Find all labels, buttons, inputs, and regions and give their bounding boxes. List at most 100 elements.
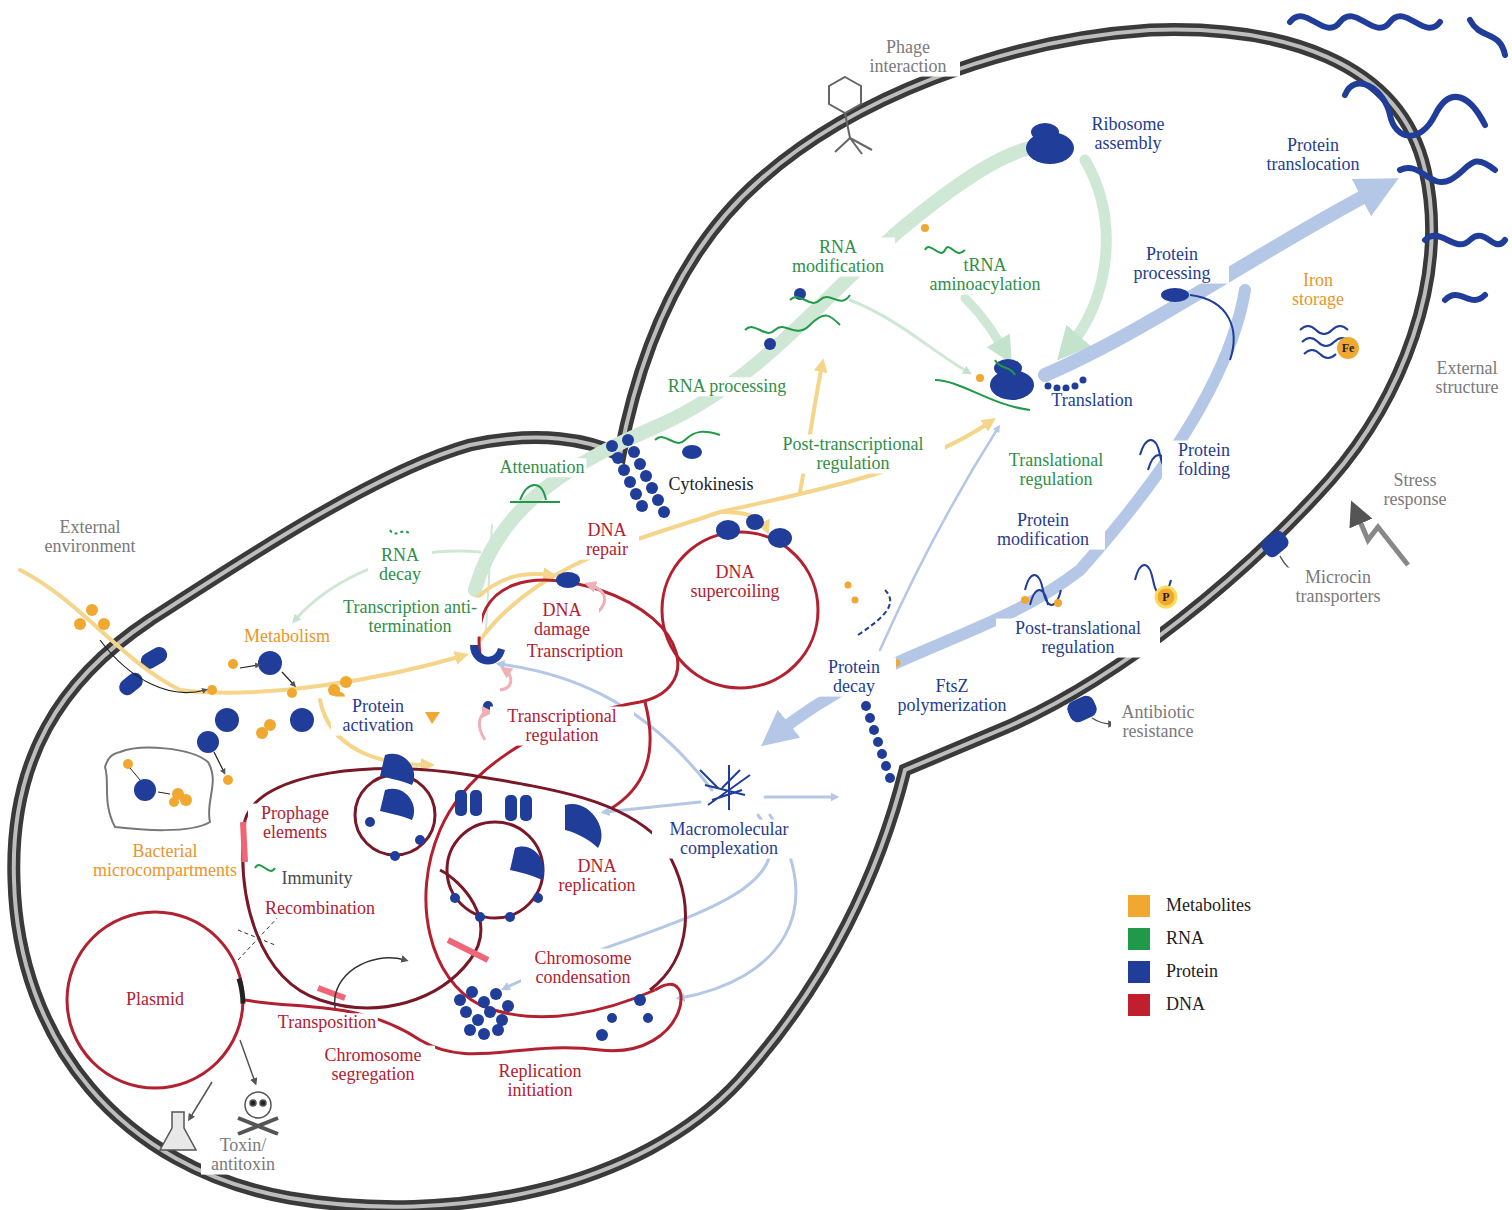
metabolite-dot-part: [228, 659, 238, 669]
process-label: DNA supercoiling: [683, 563, 787, 602]
toxin-antitoxin-icon-part: [240, 1040, 255, 1082]
process-label: Attenuation: [498, 458, 587, 477]
ftsz-ring-part: [634, 458, 646, 470]
metabolite-dot-part: [852, 597, 859, 604]
transporter-protein: [116, 528, 1291, 725]
metabolite-dot-part: [976, 374, 984, 382]
cell-membrane-part: [14, 30, 1432, 1207]
rna-flow-part: [1068, 160, 1106, 348]
protein-blob-part: [484, 1006, 496, 1018]
process-label: Translation: [1049, 391, 1134, 410]
ftsz-ring-part: [624, 476, 636, 488]
phage-icon-part: [835, 138, 872, 154]
protein-blob-part: [994, 359, 1022, 377]
protein-blob-part: [1045, 383, 1052, 390]
protein-chain-part: [1190, 295, 1234, 360]
protein-blob-part: [290, 708, 314, 732]
metabolite-dot-part: [74, 618, 86, 630]
rna-strand-part: [790, 295, 850, 303]
protein-blob-part: [215, 708, 239, 732]
ftsz-ring-part: [652, 494, 664, 506]
process-label: Fe: [1340, 342, 1357, 355]
metabolite-dot-part: [207, 685, 217, 695]
ftsz-ring: [606, 434, 895, 783]
protein-blob-part: [475, 912, 485, 922]
metabolism-arrow: [100, 640, 294, 772]
process-label: Chromosome segregation: [311, 1046, 435, 1085]
transport-arrow-part: [1092, 718, 1112, 724]
protein-blob-part: [533, 893, 543, 903]
external-structure-part: [1345, 84, 1485, 136]
protein-flow-part: [1045, 188, 1380, 375]
process-label: tRNA aminoacylation: [913, 256, 1057, 295]
protein-blob-part: [258, 651, 282, 675]
rna-flow-part: [486, 525, 492, 630]
protein-blob-part: [197, 731, 219, 753]
legend-row: Protein: [1128, 955, 1251, 988]
ftsz-ring-part: [873, 737, 883, 747]
toxin-antitoxin-icon-part: [160, 1112, 196, 1150]
process-label: Protein translocation: [1251, 136, 1375, 175]
external-structure-part: [1445, 295, 1485, 300]
enzyme-blob: [134, 779, 156, 801]
chromosome-strand-part: [243, 820, 481, 1008]
protein-blob-part: [556, 572, 580, 588]
protein-blob-part: [470, 645, 505, 665]
process-label: RNA processing: [666, 377, 789, 396]
protein-blob-part: [390, 851, 400, 861]
process-label: Toxin/ antitoxin: [201, 1136, 285, 1175]
ftsz-ring-part: [622, 434, 634, 446]
rna-flow-part: [850, 300, 968, 372]
rna-strand-part: [925, 247, 965, 253]
dna-strand-part: [662, 532, 818, 688]
legend-row: RNA: [1128, 922, 1251, 955]
process-label: Microcin transporters: [1281, 568, 1395, 607]
metabolite-dot: [169, 797, 179, 807]
metabolite-dot-part: [98, 618, 110, 630]
external-structure-part: [1470, 20, 1505, 55]
protein-blob-part: [492, 1024, 504, 1036]
protein-flow-part: [765, 796, 835, 799]
process-label: Iron storage: [1276, 271, 1360, 310]
protein-blob-part: [505, 795, 517, 821]
protein-blob-part: [1161, 288, 1189, 302]
recombination-line-part: [238, 930, 275, 945]
legend-swatch: [1128, 895, 1150, 917]
metabolite-dot-part: [340, 676, 352, 688]
ftsz-ring-part: [618, 464, 630, 476]
legend-swatch: [1128, 961, 1150, 983]
node-label: Plasmid: [126, 990, 184, 1009]
legend-box: MetabolitesRNAProteinDNA: [1128, 889, 1251, 1021]
metabolite-dot-part: [264, 719, 276, 731]
legend-swatch: [1128, 928, 1150, 950]
toxin-antitoxin-icon-part: [190, 1082, 212, 1118]
process-label: Transcription anti-termination: [338, 598, 482, 637]
protein-blob-part: [643, 1013, 653, 1023]
compartment-content: [123, 759, 192, 807]
cell-membrane: [14, 30, 1432, 1207]
process-label: Chromosome condensation: [521, 949, 645, 988]
toxin-antitoxin-icon-part: [260, 1100, 266, 1106]
process-label: Immunity: [280, 869, 355, 888]
process-label: Cytokinesis: [666, 475, 755, 494]
protein-blob-part: [1080, 377, 1087, 384]
legend-row: Metabolites: [1128, 889, 1251, 922]
protein-blob-part: [565, 804, 602, 848]
stress-bolt-part: [1356, 512, 1408, 565]
process-label: Protein decay: [812, 658, 896, 697]
process-label: Protein processing: [1115, 245, 1229, 284]
ftsz-ring-part: [865, 713, 875, 723]
process-label: RNA modification: [781, 238, 895, 277]
protein-blob-part: [596, 1029, 608, 1041]
regulation-flow-part: [480, 422, 990, 640]
protein-blob-part: [472, 1014, 484, 1026]
metabolism-arrow-part: [282, 672, 294, 685]
rna-flow-part: [475, 148, 1030, 590]
protein-blob: [197, 123, 1189, 1041]
ftsz-ring-part: [881, 761, 891, 771]
metabolite-dot-part: [1337, 337, 1359, 359]
plasmid-circle: Plasmid: [65, 910, 245, 1090]
external-structure-part: [1400, 161, 1495, 182]
process-label: FtsZ polymerization: [890, 677, 1014, 716]
process-label: Protein activation: [331, 697, 425, 736]
